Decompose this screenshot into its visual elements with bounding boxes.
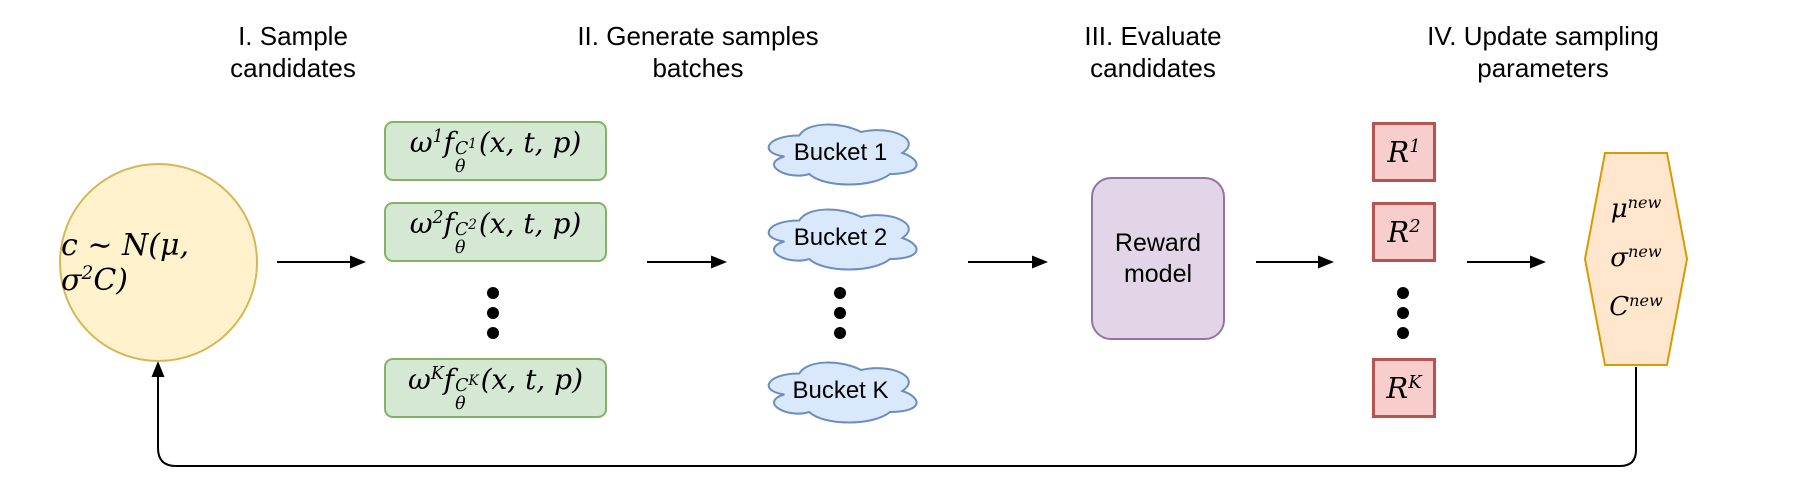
reward-label-line2: model (1123, 259, 1193, 288)
stage3-header-line2: candidates (1090, 53, 1216, 83)
stage3-header-line1: III. Evaluate (1084, 21, 1222, 51)
stage1-header-line1: I. Sample (238, 21, 348, 51)
stage1-header: I. Sample candidates (133, 20, 453, 84)
stage3-header: III. Evaluate candidates (993, 20, 1313, 84)
reward-model-node: Reward model (1091, 177, 1225, 340)
sampler-formula: c ∼ N(μ, σ2C) (61, 227, 189, 298)
vertical-ellipsis-buckets (834, 287, 846, 339)
update-param-sigma: σnew (1610, 241, 1662, 273)
stage2-header: II. Generate samples batches (538, 20, 858, 84)
update-parameters-node: μnew σnew Cnew (1583, 152, 1689, 366)
bucket-cloud-K: Bucket K (756, 354, 925, 428)
arrow-buckets-to-reward (968, 255, 1048, 269)
update-param-C: Cnew (1609, 290, 1663, 322)
stage4-header-line2: parameters (1477, 53, 1609, 83)
bucket-cloud-2: Bucket 2 (756, 201, 925, 275)
arrow-batches-to-buckets (647, 255, 727, 269)
update-parameter-list: μnew σnew Cnew (1585, 153, 1687, 365)
sampler-distribution-node: c ∼ N(μ, σ2C) (59, 163, 258, 362)
bucket-cloud-1: Bucket 1 (756, 116, 925, 190)
reward-label-line1: Reward (1114, 228, 1202, 257)
stage1-header-line2: candidates (230, 53, 356, 83)
vertical-ellipsis-scores (1397, 287, 1409, 339)
score-box-K: RK (1372, 358, 1436, 418)
stage2-header-line1: II. Generate samples (577, 21, 819, 51)
arrow-sampler-to-batches (277, 255, 366, 269)
arrow-reward-to-scores (1256, 255, 1334, 269)
score-label-1: R1 (1387, 135, 1421, 169)
stage4-header: IV. Update sampling parameters (1383, 20, 1703, 84)
cloud-icon (767, 208, 918, 271)
score-box-1: R1 (1372, 122, 1436, 182)
hexagon-icon (1583, 152, 1689, 366)
cloud-icon (767, 123, 918, 186)
vertical-ellipsis-batches (487, 287, 499, 339)
bucket-label: Bucket 2 (793, 224, 888, 251)
score-box-2: R2 (1372, 202, 1436, 262)
score-label-2: R2 (1387, 215, 1421, 249)
bucket-label: Bucket 1 (793, 139, 888, 166)
arrow-scores-to-update (1467, 255, 1546, 269)
bucket-label: Bucket K (792, 377, 889, 404)
stage2-header-line2: batches (652, 53, 744, 83)
stage4-header-line1: IV. Update sampling (1427, 21, 1659, 51)
update-param-mu: μnew (1610, 192, 1662, 224)
score-label-K: RK (1386, 371, 1422, 405)
cloud-icon (767, 361, 918, 424)
